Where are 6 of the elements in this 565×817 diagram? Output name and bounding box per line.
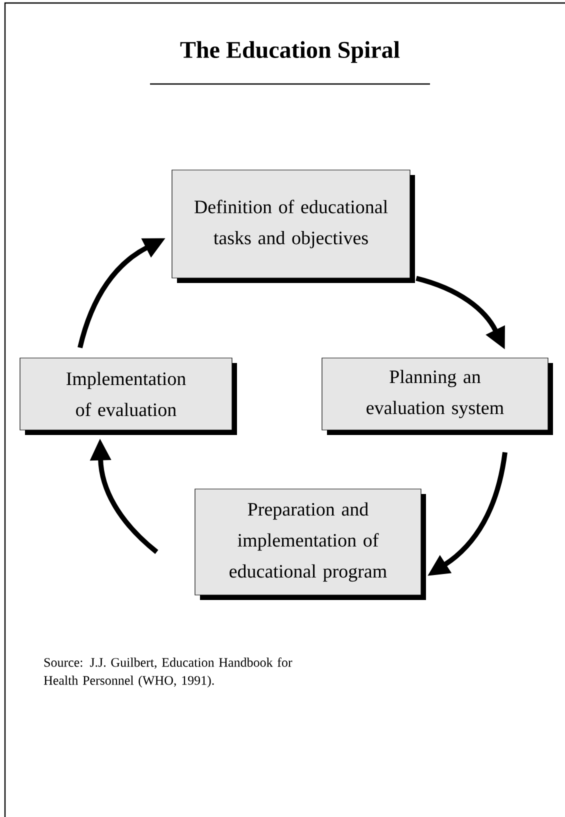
- process-box: Definition of educational tasks and objectives: [172, 170, 415, 283]
- process-box: Implementation of evaluation: [20, 358, 237, 435]
- source-note: Source: J.J. Guilbert, Education Handbook for Health Personnel (WHO, 1991).: [44, 658, 292, 688]
- process-box: Planning an evaluation system: [322, 358, 553, 435]
- title: The Education Spiral: [180, 41, 400, 63]
- process-box: Preparation and implementation of educational program: [194, 488, 426, 600]
